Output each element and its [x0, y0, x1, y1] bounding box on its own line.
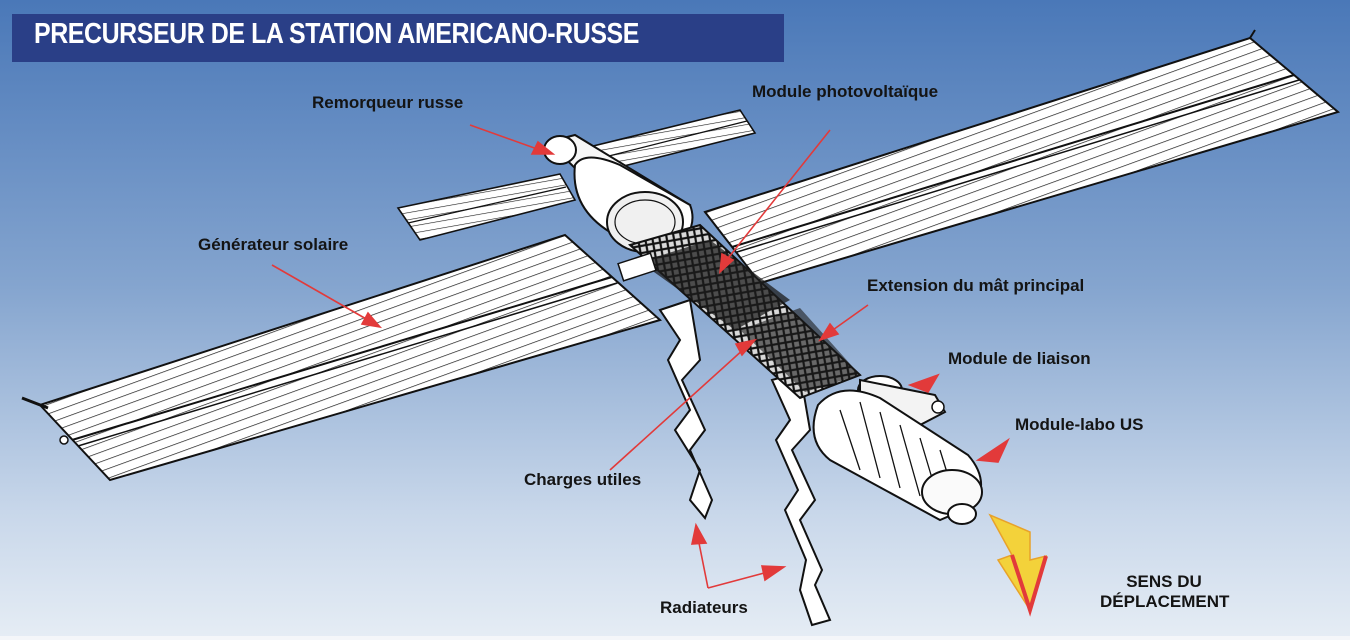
- label-liaison: Module de liaison: [948, 349, 1091, 368]
- pointer-arrow-tug: [469, 124, 541, 151]
- label-generateur: Générateur solaire: [198, 235, 349, 254]
- pointer-arrow-extension: [829, 304, 869, 333]
- pointer-arrow-generator: [271, 264, 369, 321]
- label-sens-line1: SENS DU: [1126, 572, 1202, 591]
- tug-solar-panels: [396, 109, 757, 241]
- solar-panel-left: [21, 233, 663, 482]
- radiators: [658, 298, 832, 627]
- pointer-arrow-charges: [609, 347, 746, 471]
- pointer-arrow-labo: [975, 437, 1010, 463]
- solar-panel-right: [703, 29, 1341, 285]
- pointer-arrow-photovoltaic: [724, 129, 831, 263]
- label-sens-du-deplacement: SENS DU DÉPLACEMENT: [1100, 572, 1230, 612]
- label-sens-line2: DÉPLACEMENT: [1100, 592, 1230, 611]
- label-radiateurs: Radiateurs: [660, 598, 748, 617]
- pointer-arrow-radiator-left: [697, 537, 709, 589]
- direction-arrow: [988, 513, 1048, 617]
- pointer-arrow-radiator-right: [707, 571, 769, 589]
- title-bar: [12, 14, 784, 62]
- label-charges: Charges utiles: [524, 470, 642, 489]
- pointer-arrows: [271, 124, 1010, 589]
- label-labo: Module-labo US: [1015, 415, 1144, 434]
- pointer-arrow-liaison: [907, 373, 940, 393]
- us-lab-module: [812, 389, 983, 525]
- label-photovoltaique: Module photovoltaïque: [752, 82, 939, 101]
- label-remorqueur: Remorqueur russe: [312, 93, 464, 112]
- label-extension: Extension du mât principal: [867, 276, 1085, 295]
- diagram-title: PRECURSEUR DE LA STATION AMERICANO-RUSSE: [34, 18, 639, 50]
